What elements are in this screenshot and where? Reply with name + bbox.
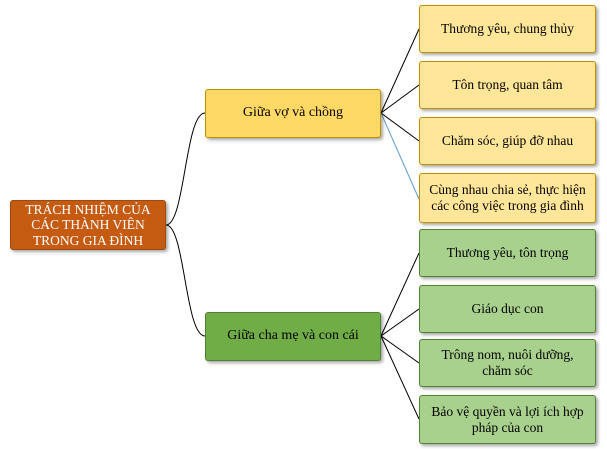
connector-b1-leaf-4 xyxy=(380,112,420,200)
branch-label: Giữa vợ và chồng xyxy=(242,105,344,121)
leaf-node: Bảo vệ quyền và lợi ích hợp pháp của con xyxy=(419,395,596,444)
leaf-label: Cùng nhau chia sẻ, thực hiện các công vi… xyxy=(429,182,586,213)
connector-root-to-branch-2 xyxy=(165,224,206,337)
connector-b1-leaf-1 xyxy=(380,28,420,114)
leaf-node: Giáo dục con xyxy=(419,285,596,333)
leaf-label: Giáo dục con xyxy=(471,301,544,317)
connector-b2-leaf-2 xyxy=(380,308,420,337)
leaf-node: Trông nom, nuôi dưỡng, chăm sóc xyxy=(419,339,596,387)
connector-b2-leaf-4 xyxy=(380,335,420,420)
branch-node-parents-children: Giữa cha mẹ và con cái xyxy=(205,312,381,361)
leaf-label: Thương yêu, chung thủy xyxy=(441,21,574,37)
connector-b1-leaf-2 xyxy=(380,84,420,114)
leaf-node: Thương yêu, tôn trọng xyxy=(419,229,596,277)
root-node: TRÁCH NHIỆM CỦA CÁC THÀNH VIÊN TRONG GIA… xyxy=(10,200,166,250)
connector-b2-leaf-1 xyxy=(380,252,420,337)
leaf-label: Tôn trọng, quan tâm xyxy=(452,77,563,93)
branch-node-spouses: Giữa vợ và chồng xyxy=(205,89,381,138)
connector-b1-leaf-3 xyxy=(380,112,420,142)
leaf-node: Cùng nhau chia sẻ, thực hiện các công vi… xyxy=(419,173,596,223)
leaf-label: Chăm sóc, giúp đỡ nhau xyxy=(441,133,574,149)
leaf-node: Thương yêu, chung thủy xyxy=(419,5,596,53)
leaf-node: Tôn trọng, quan tâm xyxy=(419,61,596,109)
leaf-label: Bảo vệ quyền và lợi ích hợp pháp của con xyxy=(431,403,584,435)
leaf-label: Trông nom, nuôi dưỡng, chăm sóc xyxy=(441,347,574,378)
connector-root-to-branch-1 xyxy=(165,112,206,226)
leaf-label: Thương yêu, tôn trọng xyxy=(446,245,569,261)
root-label: TRÁCH NHIỆM CỦA CÁC THÀNH VIÊN TRONG GIA… xyxy=(25,201,151,248)
leaf-node: Chăm sóc, giúp đỡ nhau xyxy=(419,117,596,165)
branch-label: Giữa cha mẹ và con cái xyxy=(227,328,359,344)
connector-b2-leaf-3 xyxy=(380,335,420,364)
